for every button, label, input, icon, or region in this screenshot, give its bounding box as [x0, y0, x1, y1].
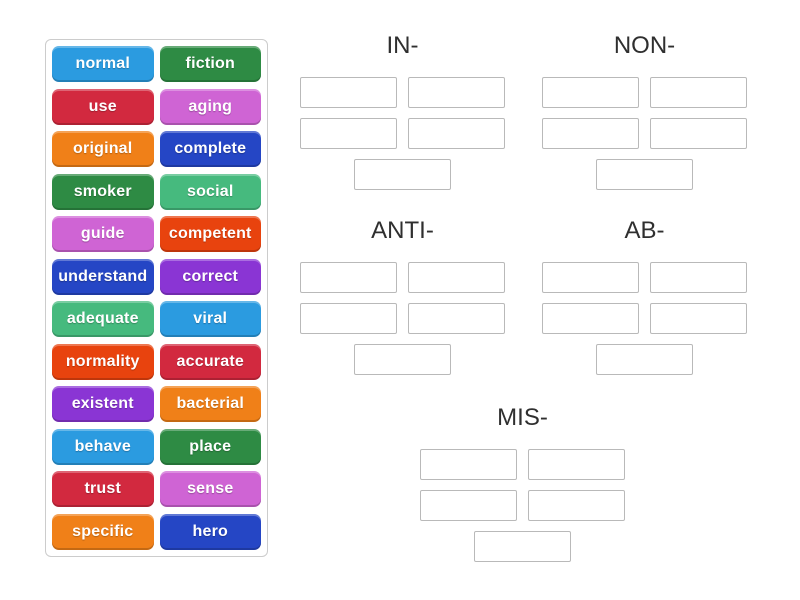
group-ab-title: AB-: [624, 217, 665, 244]
drop-slot[interactable]: [542, 118, 639, 149]
drop-slot[interactable]: [542, 303, 639, 334]
group-ab-slots: [542, 262, 747, 375]
drop-slot[interactable]: [354, 159, 451, 190]
word-tile-competent[interactable]: competent: [159, 216, 261, 252]
word-tile-guide[interactable]: guide: [52, 216, 154, 252]
word-tile-adequate[interactable]: adequate: [52, 301, 154, 337]
drop-slot[interactable]: [420, 490, 517, 521]
word-tile-existent[interactable]: existent: [52, 386, 154, 422]
drop-slot[interactable]: [596, 159, 693, 190]
drop-slot[interactable]: [408, 262, 505, 293]
word-bank-panel: normal fiction use aging original comple…: [45, 39, 268, 557]
word-tile-accurate[interactable]: accurate: [159, 343, 261, 380]
drop-slot[interactable]: [650, 303, 747, 334]
drop-slot[interactable]: [650, 262, 747, 293]
group-non-title: NON-: [613, 32, 676, 59]
drop-slot[interactable]: [474, 531, 571, 562]
word-tile-correct[interactable]: correct: [159, 258, 261, 295]
word-tile-original[interactable]: original: [52, 131, 154, 167]
word-tile-specific[interactable]: specific: [52, 513, 154, 550]
word-tile-normal[interactable]: normal: [52, 46, 154, 82]
word-tile-understand[interactable]: understand: [52, 258, 154, 295]
group-anti-slots: [300, 262, 505, 375]
word-tile-complete[interactable]: complete: [159, 131, 261, 167]
drop-slot[interactable]: [300, 303, 397, 334]
word-tile-smoker[interactable]: smoker: [52, 173, 154, 210]
word-tile-trust[interactable]: trust: [52, 471, 154, 507]
word-tile-place[interactable]: place: [159, 428, 261, 465]
group-mis: MIS-: [420, 402, 625, 562]
group-in-slots: [300, 77, 505, 190]
word-tile-social[interactable]: social: [159, 173, 261, 210]
group-non-slots: [542, 77, 747, 190]
group-in-title: IN-: [386, 32, 419, 59]
word-tile-behave[interactable]: behave: [52, 428, 154, 465]
word-tile-normality[interactable]: normality: [52, 343, 154, 380]
drop-slot[interactable]: [596, 344, 693, 375]
word-tile-aging[interactable]: aging: [159, 88, 261, 125]
word-tile-hero[interactable]: hero: [159, 513, 261, 550]
drop-slot[interactable]: [300, 262, 397, 293]
drop-slot[interactable]: [528, 490, 625, 521]
drop-slot[interactable]: [542, 77, 639, 108]
word-tile-fiction[interactable]: fiction: [159, 46, 261, 82]
drop-slot[interactable]: [408, 303, 505, 334]
drop-slot[interactable]: [408, 77, 505, 108]
drop-slot[interactable]: [354, 344, 451, 375]
drop-slot[interactable]: [650, 77, 747, 108]
group-non: NON-: [542, 30, 747, 190]
group-anti: ANTI-: [300, 215, 505, 375]
drop-slot[interactable]: [650, 118, 747, 149]
group-anti-title: ANTI-: [371, 217, 434, 244]
drop-slot[interactable]: [408, 118, 505, 149]
word-tile-viral[interactable]: viral: [159, 301, 261, 337]
group-mis-slots: [420, 449, 625, 562]
group-ab: AB-: [542, 215, 747, 375]
group-in: IN-: [300, 30, 505, 190]
word-tile-bacterial[interactable]: bacterial: [159, 386, 261, 422]
drop-slot[interactable]: [542, 262, 639, 293]
drop-slot[interactable]: [300, 118, 397, 149]
word-tile-sense[interactable]: sense: [159, 471, 261, 507]
drop-slot[interactable]: [300, 77, 397, 108]
group-mis-title: MIS-: [497, 404, 548, 431]
word-tile-use[interactable]: use: [52, 88, 154, 125]
drop-slot[interactable]: [528, 449, 625, 480]
drop-slot[interactable]: [420, 449, 517, 480]
